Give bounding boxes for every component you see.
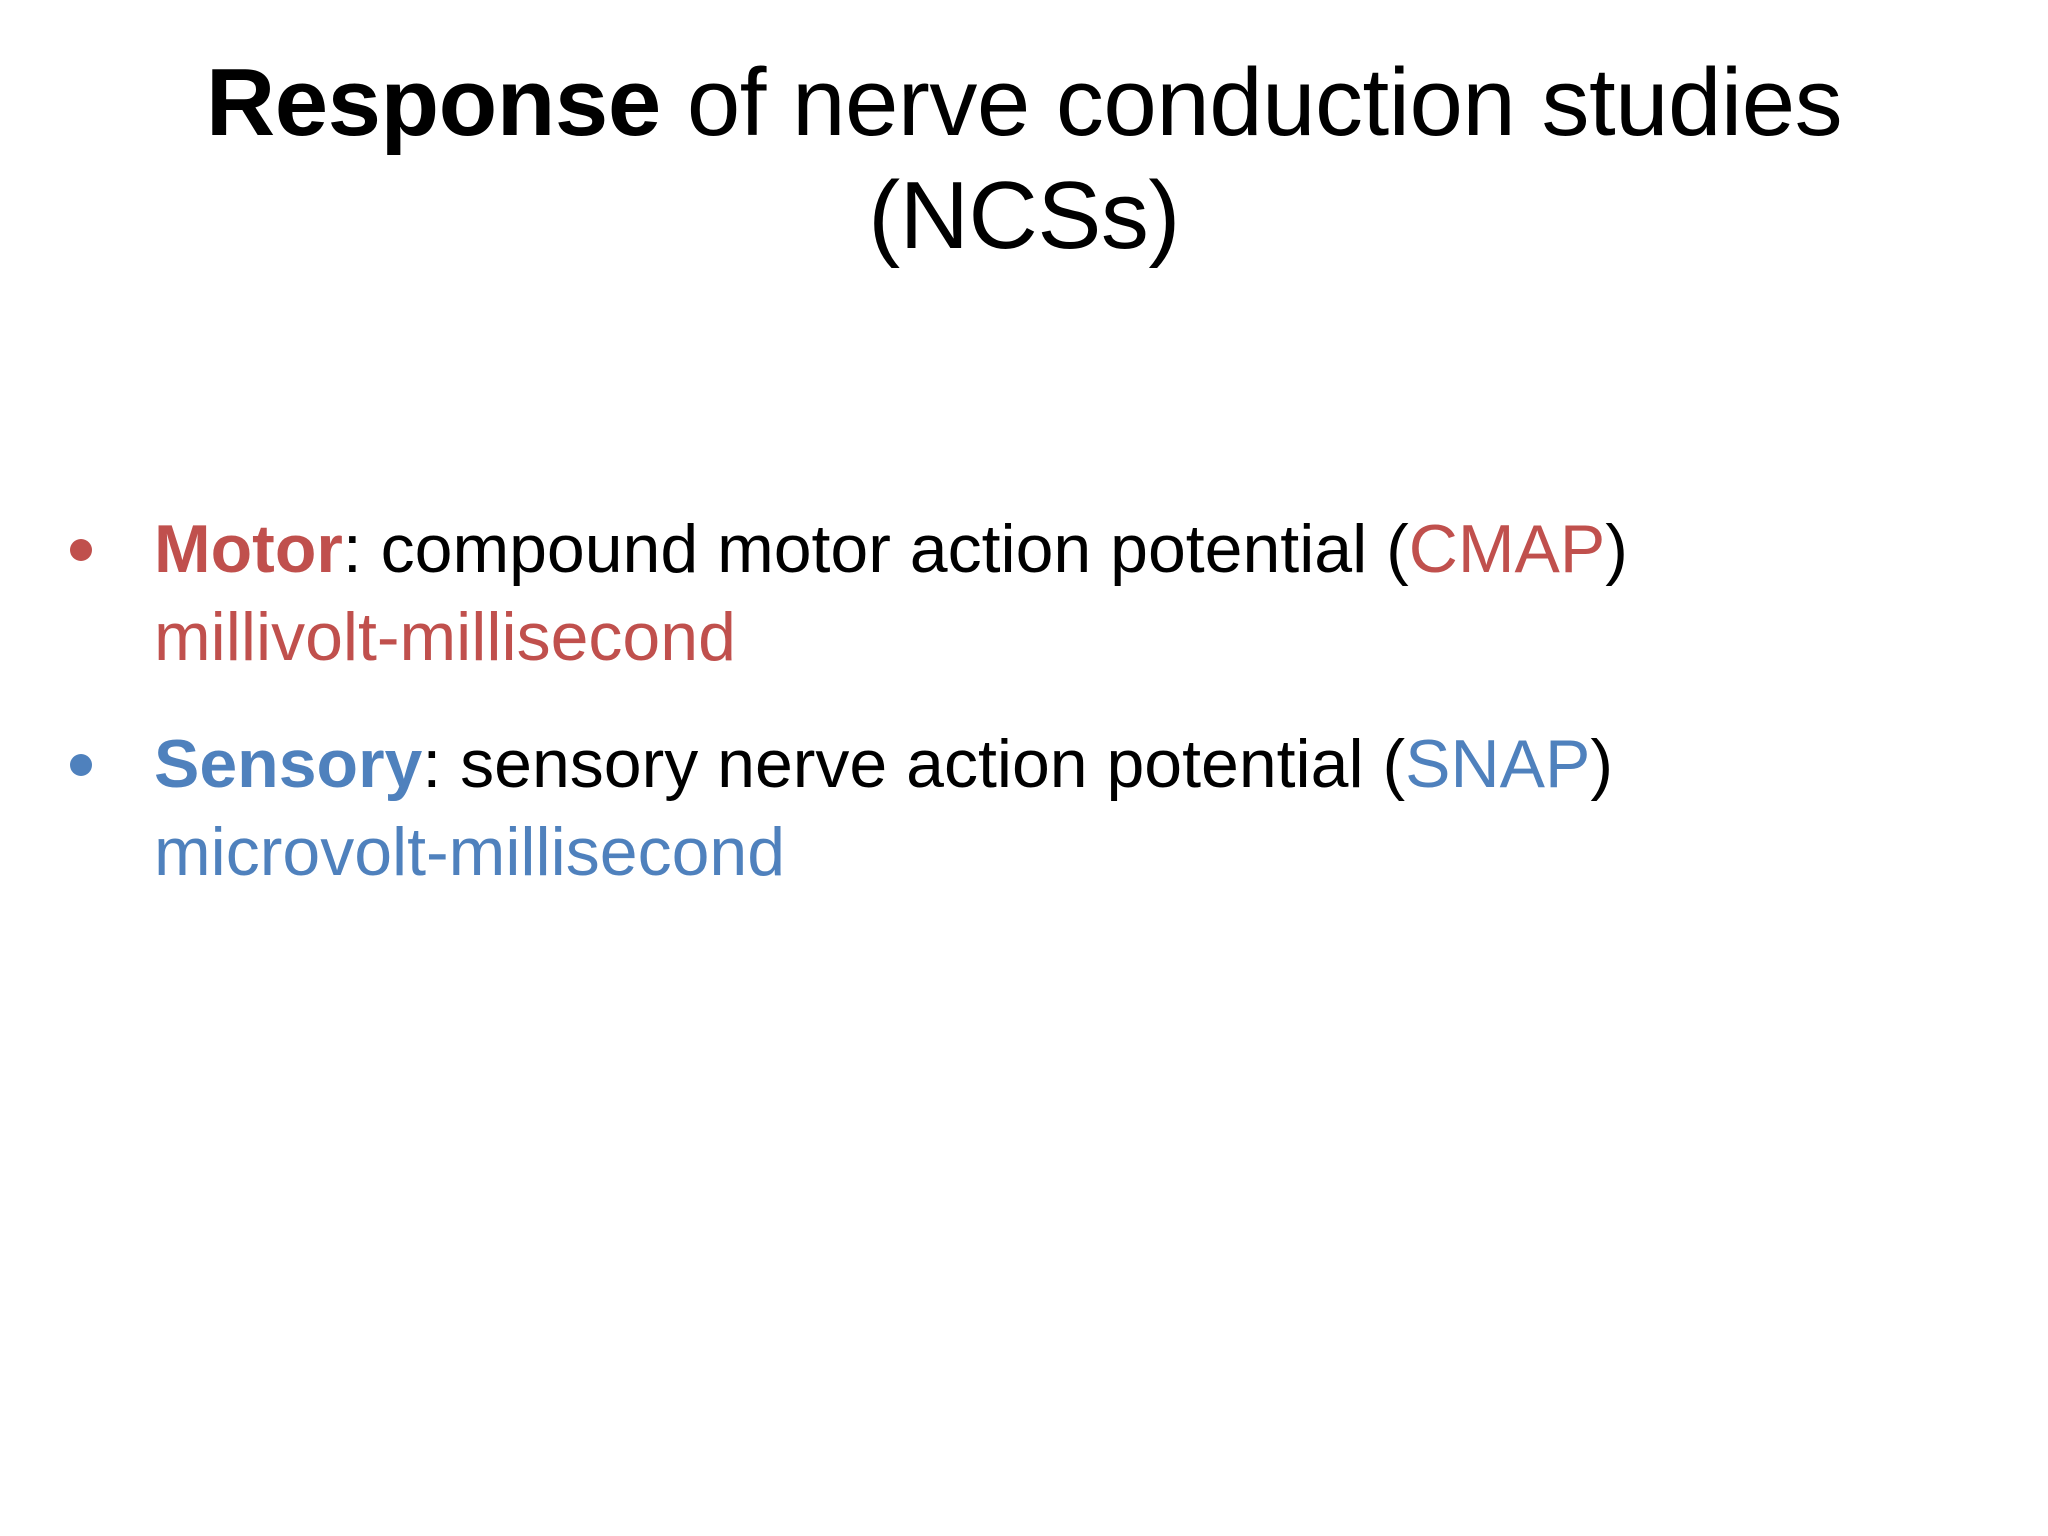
bullet-units-motor: millivolt-millisecond [154,599,736,676]
title-remainder: of nerve conduction studies (NCSs) [660,49,1843,270]
bullet-description-sensory: sensory nerve action potential [460,725,1383,802]
open-paren: ( [1386,511,1409,587]
bullet-separator: : [342,511,381,587]
title-emphasis: Response [205,49,661,156]
bullet-group-sensory: Sensory: sensory nerve action potential … [62,720,2002,897]
bullet-lead-sensory: Sensory [154,725,423,802]
bullet-dot-icon [70,539,92,561]
open-paren: ( [1382,725,1406,802]
bullet-units-sensory: microvolt-millisecond [154,814,786,891]
bullet-group-motor: Motor: compound motor action potential (… [62,505,2002,682]
bullet-separator: : [422,725,461,802]
slide-body: Motor: compound motor action potential (… [62,505,2002,935]
bullet-item-motor: Motor: compound motor action potential (… [62,505,2002,593]
bullet-item-sensory: Sensory: sensory nerve action potential … [62,720,2002,808]
close-paren: ) [1590,725,1613,802]
bullet-dot-icon [70,753,92,776]
abbreviation-snap: SNAP [1405,725,1591,802]
bullet-lead-motor: Motor [154,511,343,587]
slide-title: Response of nerve conduction studies (NC… [120,46,1928,273]
bullet-description-motor: compound motor action potential [380,511,1387,587]
close-paren: ) [1605,511,1628,587]
abbreviation-cmap: CMAP [1408,511,1606,587]
